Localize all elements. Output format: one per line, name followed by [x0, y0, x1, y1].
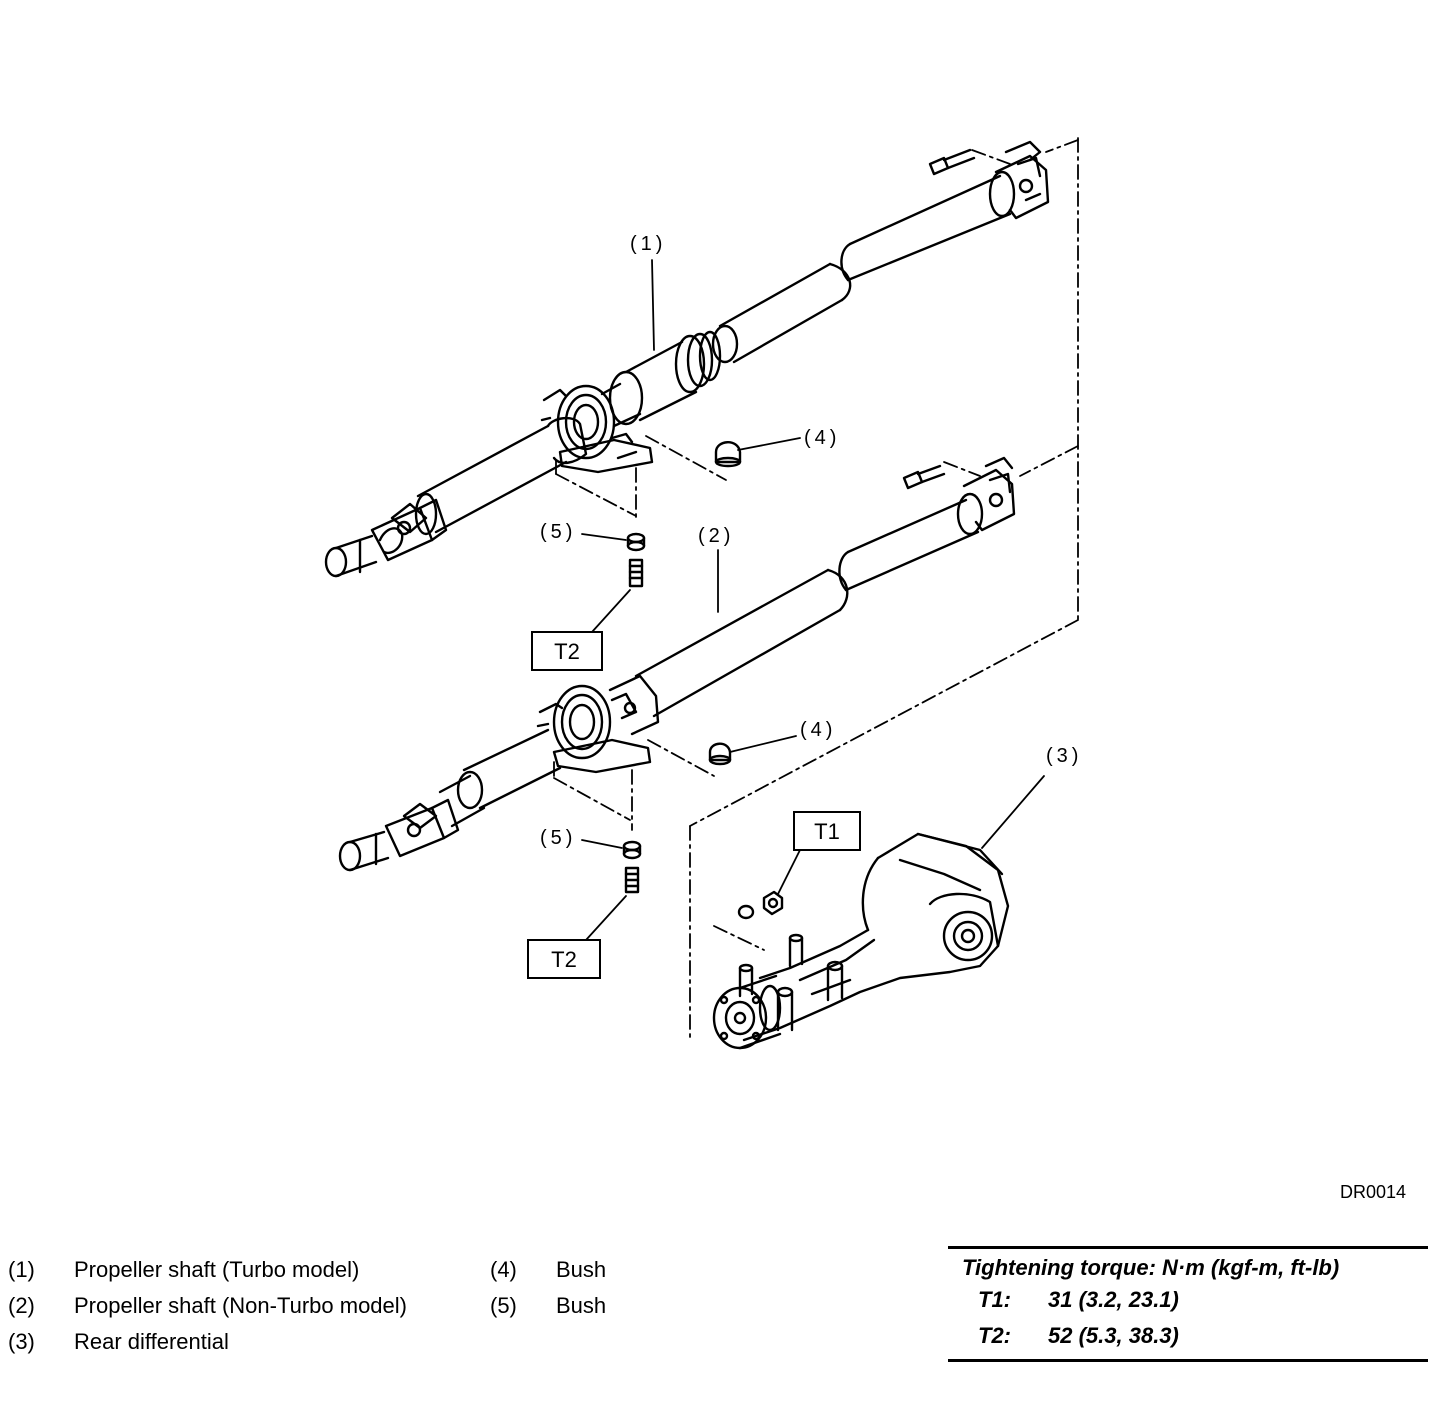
rear-flange-1: [994, 140, 1050, 220]
legend-label: Rear differential: [74, 1329, 229, 1354]
torque-box-t2-lower: T2: [527, 939, 601, 979]
rear-flange-2: [962, 456, 1016, 532]
svg-text:T2: T2: [554, 639, 580, 664]
legend-number: (5): [490, 1293, 517, 1318]
front-stub-2: [338, 830, 390, 872]
exploded-view-diagram: (1) (2) (3) (4) (4) (5) (5) T2 T2 T1: [324, 137, 1082, 1050]
callout-4-lower: (4): [800, 719, 836, 741]
front-u-joint-2: [384, 798, 460, 858]
legend-item: (5) Bush: [490, 1288, 606, 1324]
torque-table: Tightening torque: N·m (kgf-m, ft-lb) T1…: [948, 1246, 1428, 1362]
torque-row: T2: 52 (5.3, 38.3): [948, 1323, 1428, 1359]
torque-box-t2-upper: T2: [531, 631, 603, 671]
legend-item: (1) Propeller shaft (Turbo model): [8, 1252, 407, 1288]
center-bearing-2: [536, 674, 660, 774]
bush-5-upper: [626, 532, 646, 588]
propeller-shaft-turbo: [324, 140, 1050, 578]
torque-value: 31 (3.2, 23.1): [1048, 1287, 1179, 1312]
callout-3: (3): [1046, 745, 1082, 767]
legend-item: (3) Rear differential: [8, 1324, 407, 1360]
svg-text:T2: T2: [551, 947, 577, 972]
figure-code: DR0014: [1340, 1182, 1407, 1202]
legend-number: (1): [8, 1257, 35, 1282]
propeller-shaft-non-turbo: [338, 456, 1016, 872]
legend-label: Bush: [556, 1257, 607, 1282]
legend-label: Propeller shaft (Turbo model): [74, 1257, 360, 1282]
rear-tube-1: [600, 170, 1016, 428]
torque-key: T1:: [978, 1287, 1011, 1312]
legend-number: (4): [490, 1257, 517, 1282]
torque-value: 52 (5.3, 38.3): [1048, 1323, 1179, 1348]
legend-item: (4) Bush: [490, 1252, 606, 1288]
legend-label: Bush: [556, 1293, 607, 1318]
torque-bottom-rule: [948, 1359, 1428, 1362]
bush-4-lower: [708, 742, 732, 766]
legend-item: (2) Propeller shaft (Non-Turbo model): [8, 1288, 407, 1324]
bush-5-lower: [622, 840, 642, 894]
svg-text:T1: T1: [814, 819, 840, 844]
front-tube-2: [438, 774, 486, 828]
leader-lines: [581, 259, 1045, 941]
legend-number: (2): [8, 1293, 35, 1318]
bush-4-upper: [714, 441, 742, 468]
torque-box-t1: T1: [793, 811, 861, 851]
callout-4-upper: (4): [804, 427, 840, 449]
legend-number: (3): [8, 1329, 35, 1354]
callout-5-upper: (5): [540, 521, 576, 543]
bolt-2: [902, 464, 946, 490]
legend-left: (1) Propeller shaft (Turbo model) (2) Pr…: [8, 1252, 407, 1360]
callout-5-lower: (5): [540, 827, 576, 849]
center-bearing-1: [540, 384, 654, 474]
rear-differential: [712, 832, 1010, 1050]
alignment-lines: [553, 137, 1079, 1041]
front-tube-1: [416, 424, 568, 534]
legend-middle: (4) Bush (5) Bush: [490, 1252, 606, 1324]
torque-row: T1: 31 (3.2, 23.1): [948, 1287, 1428, 1323]
front-u-joint-1: [370, 498, 448, 562]
bolt-1: [928, 148, 976, 176]
torque-title: Tightening torque: N·m (kgf-m, ft-lb): [962, 1255, 1340, 1280]
callout-2: (2): [698, 525, 734, 547]
torque-key: T2:: [978, 1323, 1011, 1348]
front-stub-1: [324, 534, 378, 578]
torque-top-rule: [948, 1246, 1428, 1249]
rear-tube-2: [634, 492, 984, 718]
legend-label: Propeller shaft (Non-Turbo model): [74, 1293, 407, 1318]
callout-1: (1): [630, 233, 666, 255]
